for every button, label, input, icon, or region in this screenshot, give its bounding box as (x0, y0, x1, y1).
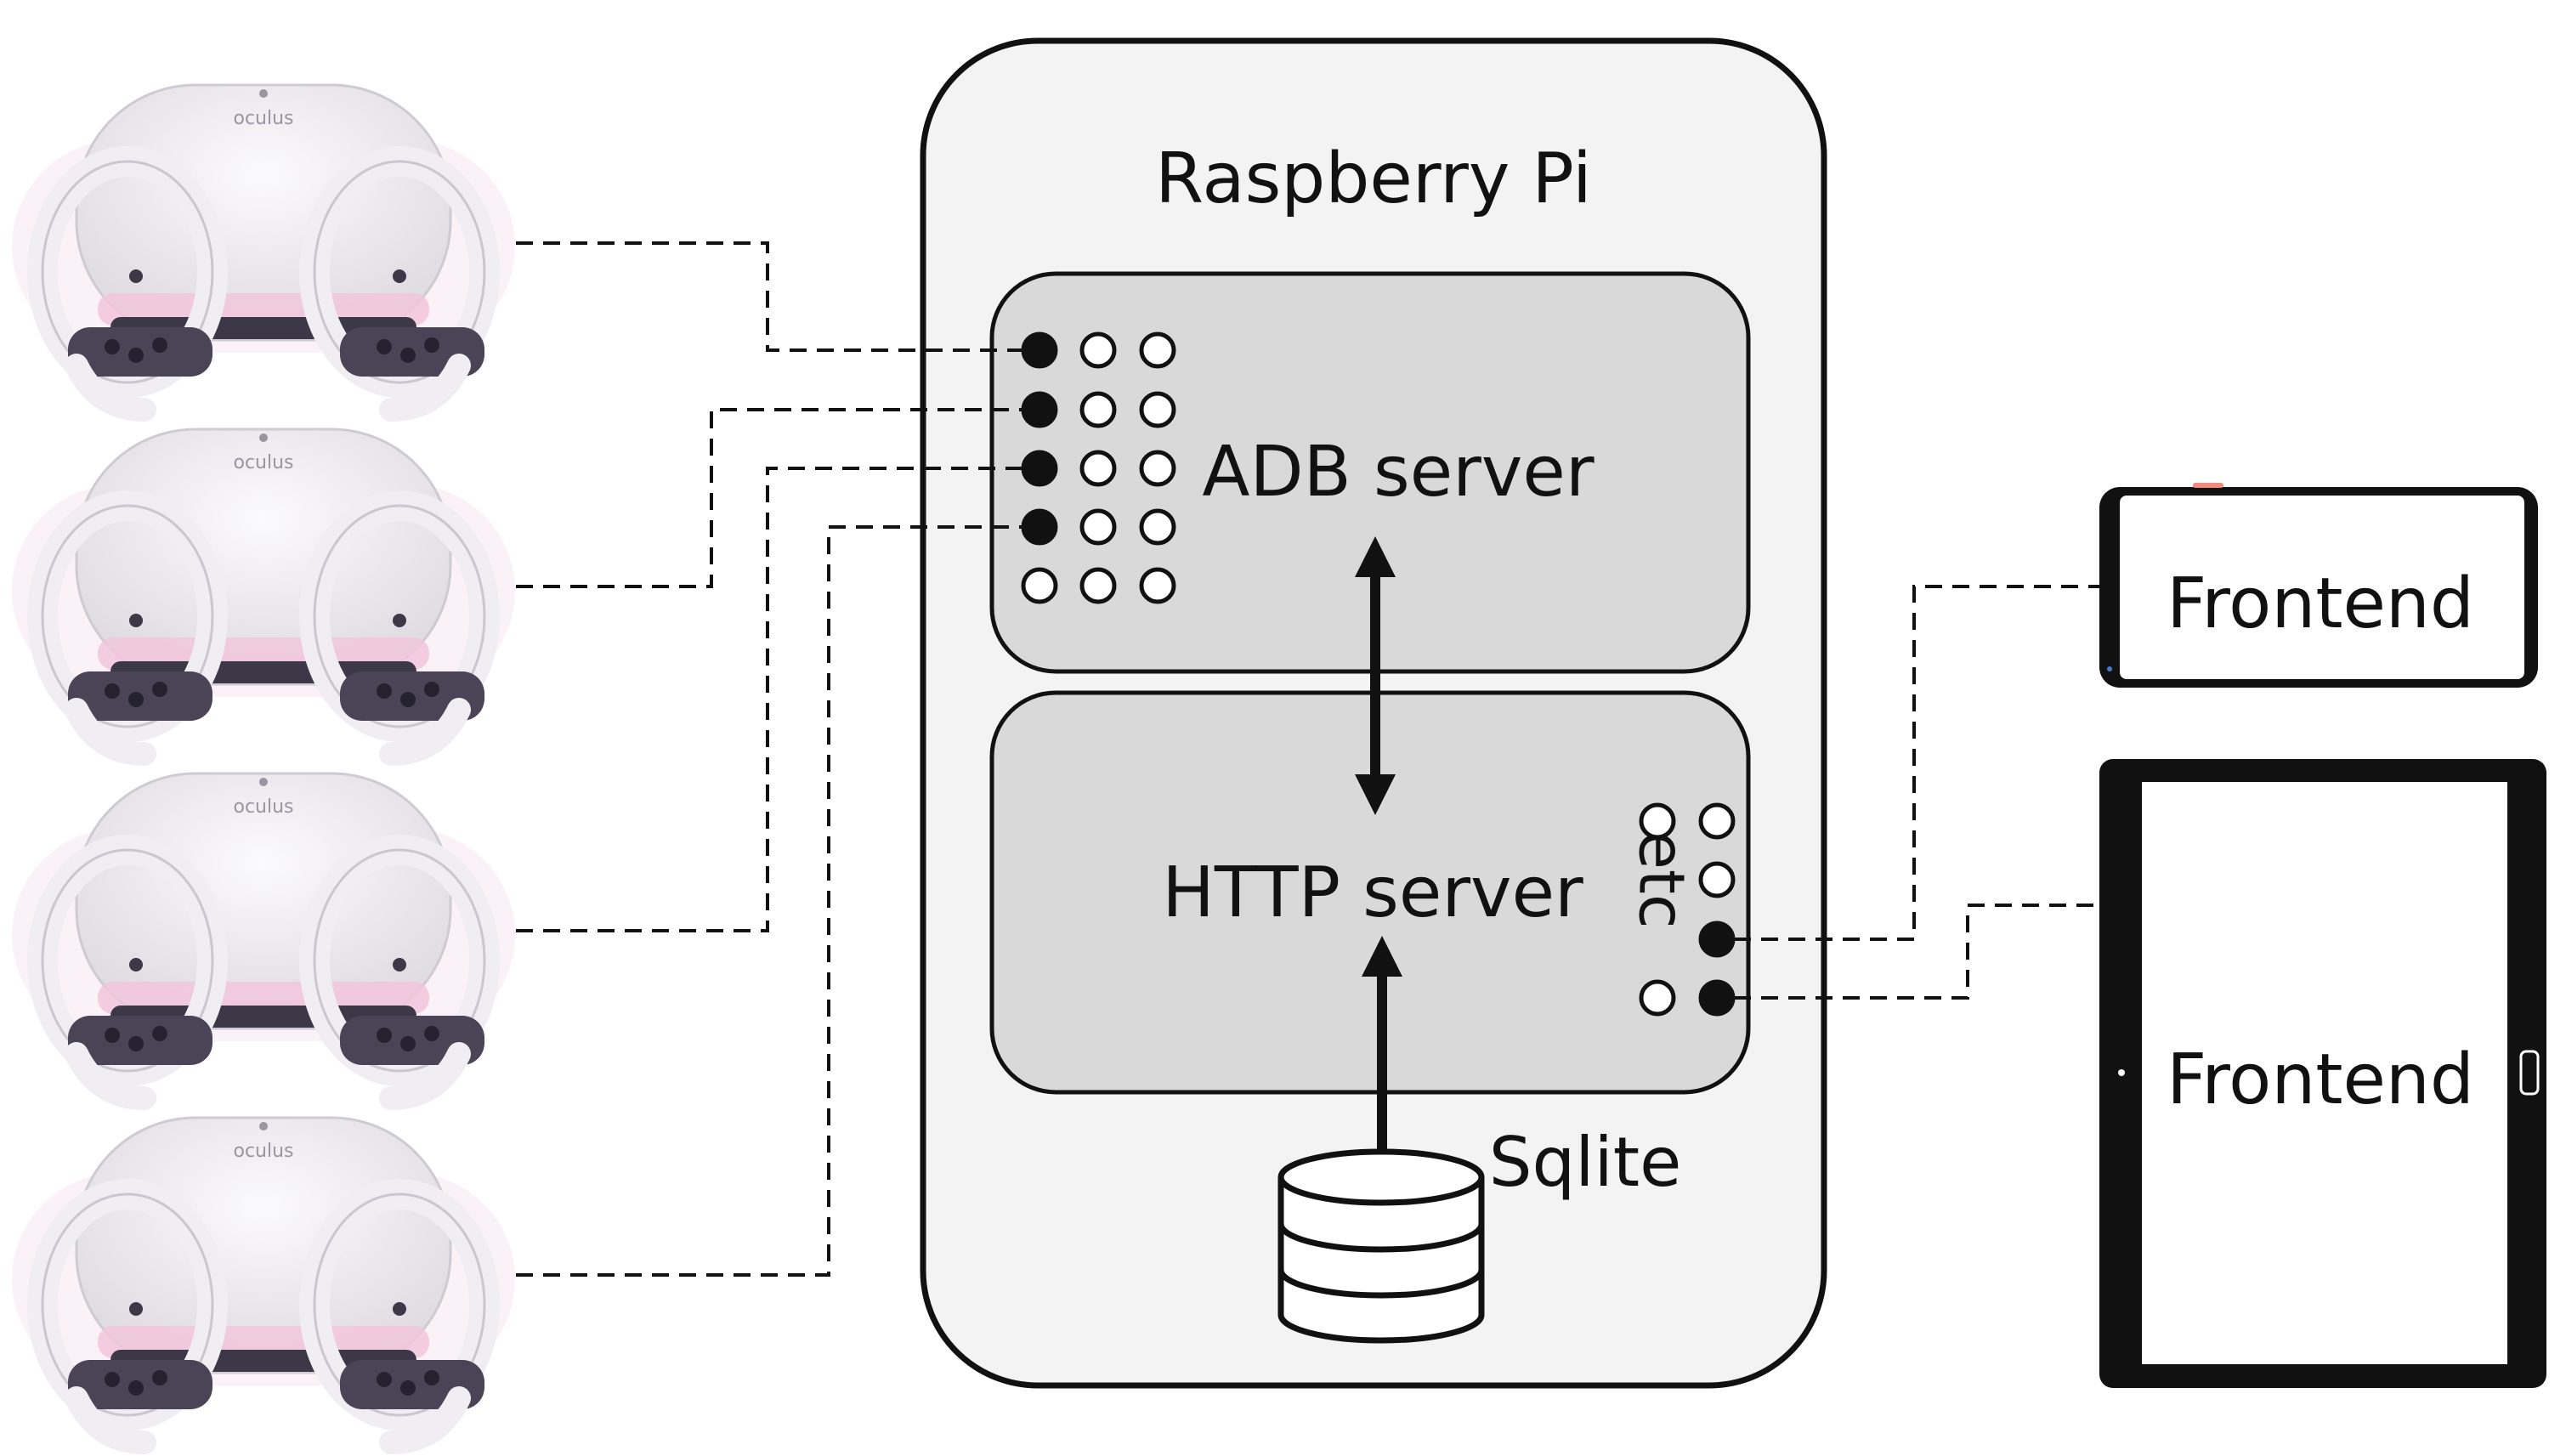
adb-port (1079, 391, 1117, 428)
adb-port-connected (1021, 331, 1058, 369)
tablet-frontend-label: Frontend (2167, 1040, 2474, 1120)
sqlite-label: Sqlite (1489, 1123, 1682, 1202)
adb-port (1139, 450, 1176, 487)
adb-port (1021, 567, 1058, 604)
http-port (1639, 979, 1676, 1017)
vr-headset-3 (12, 773, 515, 1098)
http-port (1639, 802, 1676, 840)
vr-headset-2 (12, 429, 515, 754)
adb-port (1139, 567, 1176, 604)
phone-frontend-label: Frontend (2167, 564, 2474, 644)
http-port-connected (1698, 979, 1736, 1017)
sqlite-database-icon (1277, 1148, 1485, 1344)
adb-port-connected (1021, 450, 1058, 487)
http-port-connected (1698, 921, 1736, 958)
headset-3-connection (516, 467, 1023, 932)
adb-port (1079, 450, 1117, 487)
http-etc-label: etc (1624, 830, 1697, 928)
tablet-device (2099, 759, 2546, 1388)
adb-port (1139, 508, 1176, 546)
frontend-connections (1734, 585, 2099, 1000)
adb-port (1139, 391, 1176, 428)
vr-headset-4 (12, 1118, 515, 1442)
raspberry-pi-title: Raspberry Pi (1155, 139, 1592, 219)
adb-port (1079, 508, 1117, 546)
adb-port (1139, 331, 1176, 369)
http-server-label: HTTP server (1162, 853, 1583, 933)
vr-headset-1 (12, 85, 515, 410)
headset-connections (516, 241, 1023, 1277)
adb-port (1079, 331, 1117, 369)
adb-port-connected (1021, 508, 1058, 546)
tablet-connection (1734, 904, 2099, 1000)
adb-port (1079, 567, 1117, 604)
headset-4-connection (516, 525, 1023, 1277)
adb-port-connected (1021, 391, 1058, 428)
phone-connection (1734, 585, 2099, 941)
headset-2-connection (516, 408, 1023, 588)
headset-1-connection (516, 241, 1023, 352)
http-ports (1639, 802, 1736, 1017)
phone-device (2099, 483, 2538, 688)
http-port (1698, 861, 1736, 898)
adb-server-label: ADB server (1202, 432, 1594, 513)
http-port (1698, 802, 1736, 840)
